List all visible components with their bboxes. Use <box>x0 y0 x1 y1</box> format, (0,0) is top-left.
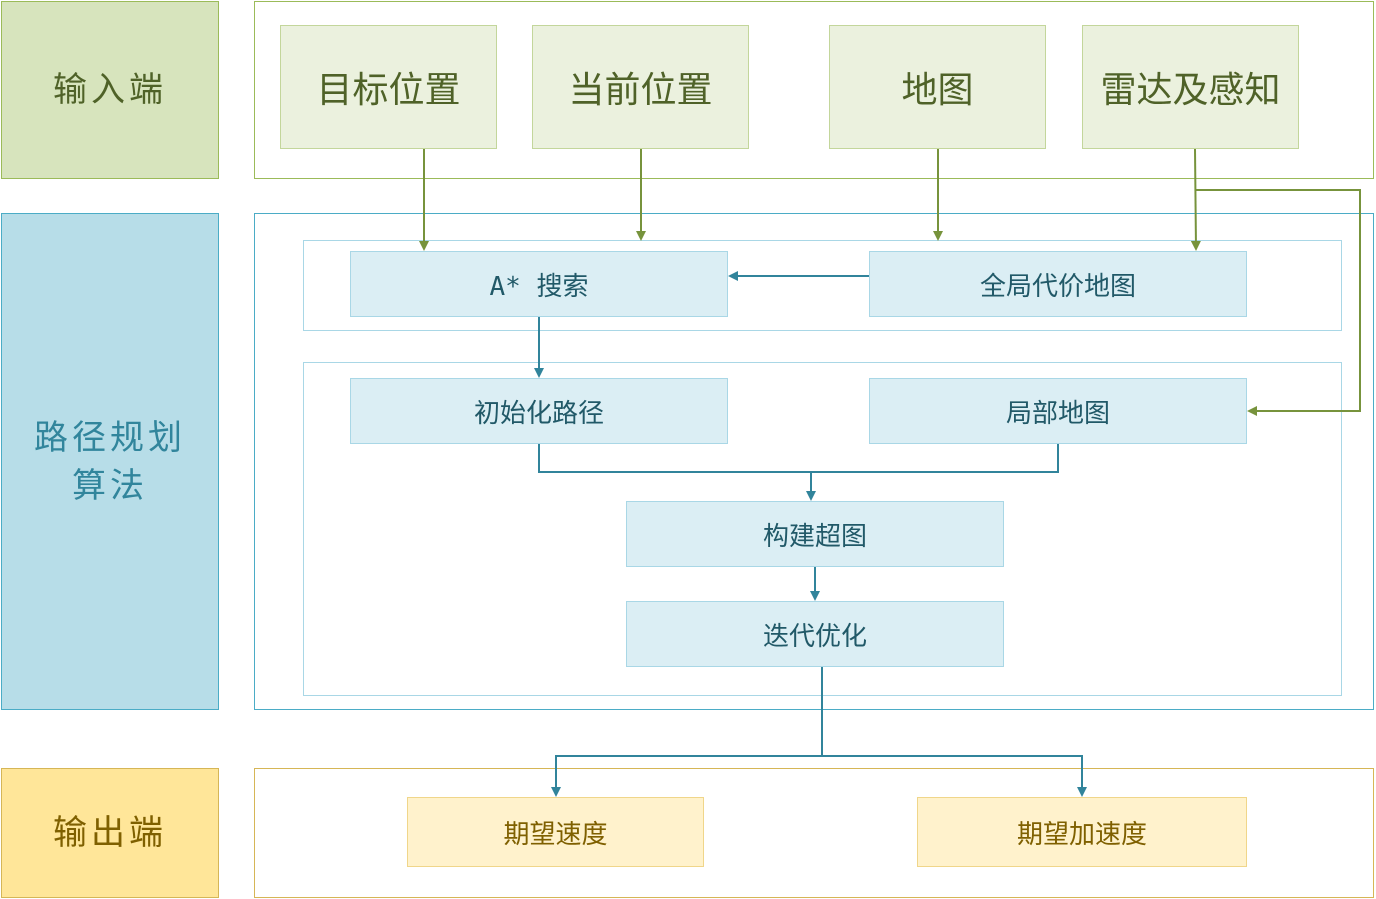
target-position-node: 目标位置 <box>280 25 497 149</box>
expected-acceleration-node: 期望加速度 <box>917 797 1247 867</box>
local-map-text: 局部地图 <box>1005 398 1110 429</box>
astar-search-node: A* 搜索 <box>350 251 728 317</box>
arrow-to-expected-acceleration <box>822 755 1087 797</box>
map-text: 地图 <box>901 70 974 111</box>
astar-search-text: A* 搜索 <box>489 271 589 302</box>
expected-acceleration-text: 期望加速度 <box>1016 819 1147 850</box>
arrow-radar-to-local-map <box>1196 189 1361 416</box>
input-row-label: 输入端 <box>1 1 219 179</box>
expected-velocity-node: 期望速度 <box>407 797 704 867</box>
algorithm-row-label-line2: 算法 <box>72 465 148 506</box>
output-row-label: 输出端 <box>1 768 219 898</box>
global-cost-map-node: 全局代价地图 <box>869 251 1247 317</box>
connector-initial-path-down <box>538 444 1059 473</box>
output-row-label-text: 输出端 <box>53 813 167 853</box>
current-position-node: 当前位置 <box>532 25 749 149</box>
radar-perception-text: 雷达及感知 <box>1100 70 1281 111</box>
initial-path-node: 初始化路径 <box>350 378 728 444</box>
arrow-to-expected-velocity <box>551 755 822 797</box>
initial-path-text: 初始化路径 <box>473 398 604 429</box>
local-map-node: 局部地图 <box>869 378 1247 444</box>
iterative-optimization-node: 迭代优化 <box>626 601 1004 667</box>
map-node: 地图 <box>829 25 1046 149</box>
target-position-text: 目标位置 <box>316 70 461 111</box>
radar-perception-node: 雷达及感知 <box>1082 25 1299 149</box>
build-hypergraph-node: 构建超图 <box>626 501 1004 567</box>
iterative-optimization-text: 迭代优化 <box>762 621 867 652</box>
expected-velocity-text: 期望速度 <box>503 819 608 850</box>
build-hypergraph-text: 构建超图 <box>762 521 867 552</box>
current-position-text: 当前位置 <box>568 70 713 111</box>
arrow-radar-to-global-cost <box>1190 148 1201 251</box>
input-row-label-text: 输入端 <box>53 70 167 110</box>
global-cost-map-text: 全局代价地图 <box>979 271 1136 302</box>
algorithm-row-label: 路径规划 算法 <box>1 213 219 710</box>
algorithm-row-label-line1: 路径规划 <box>34 417 186 458</box>
